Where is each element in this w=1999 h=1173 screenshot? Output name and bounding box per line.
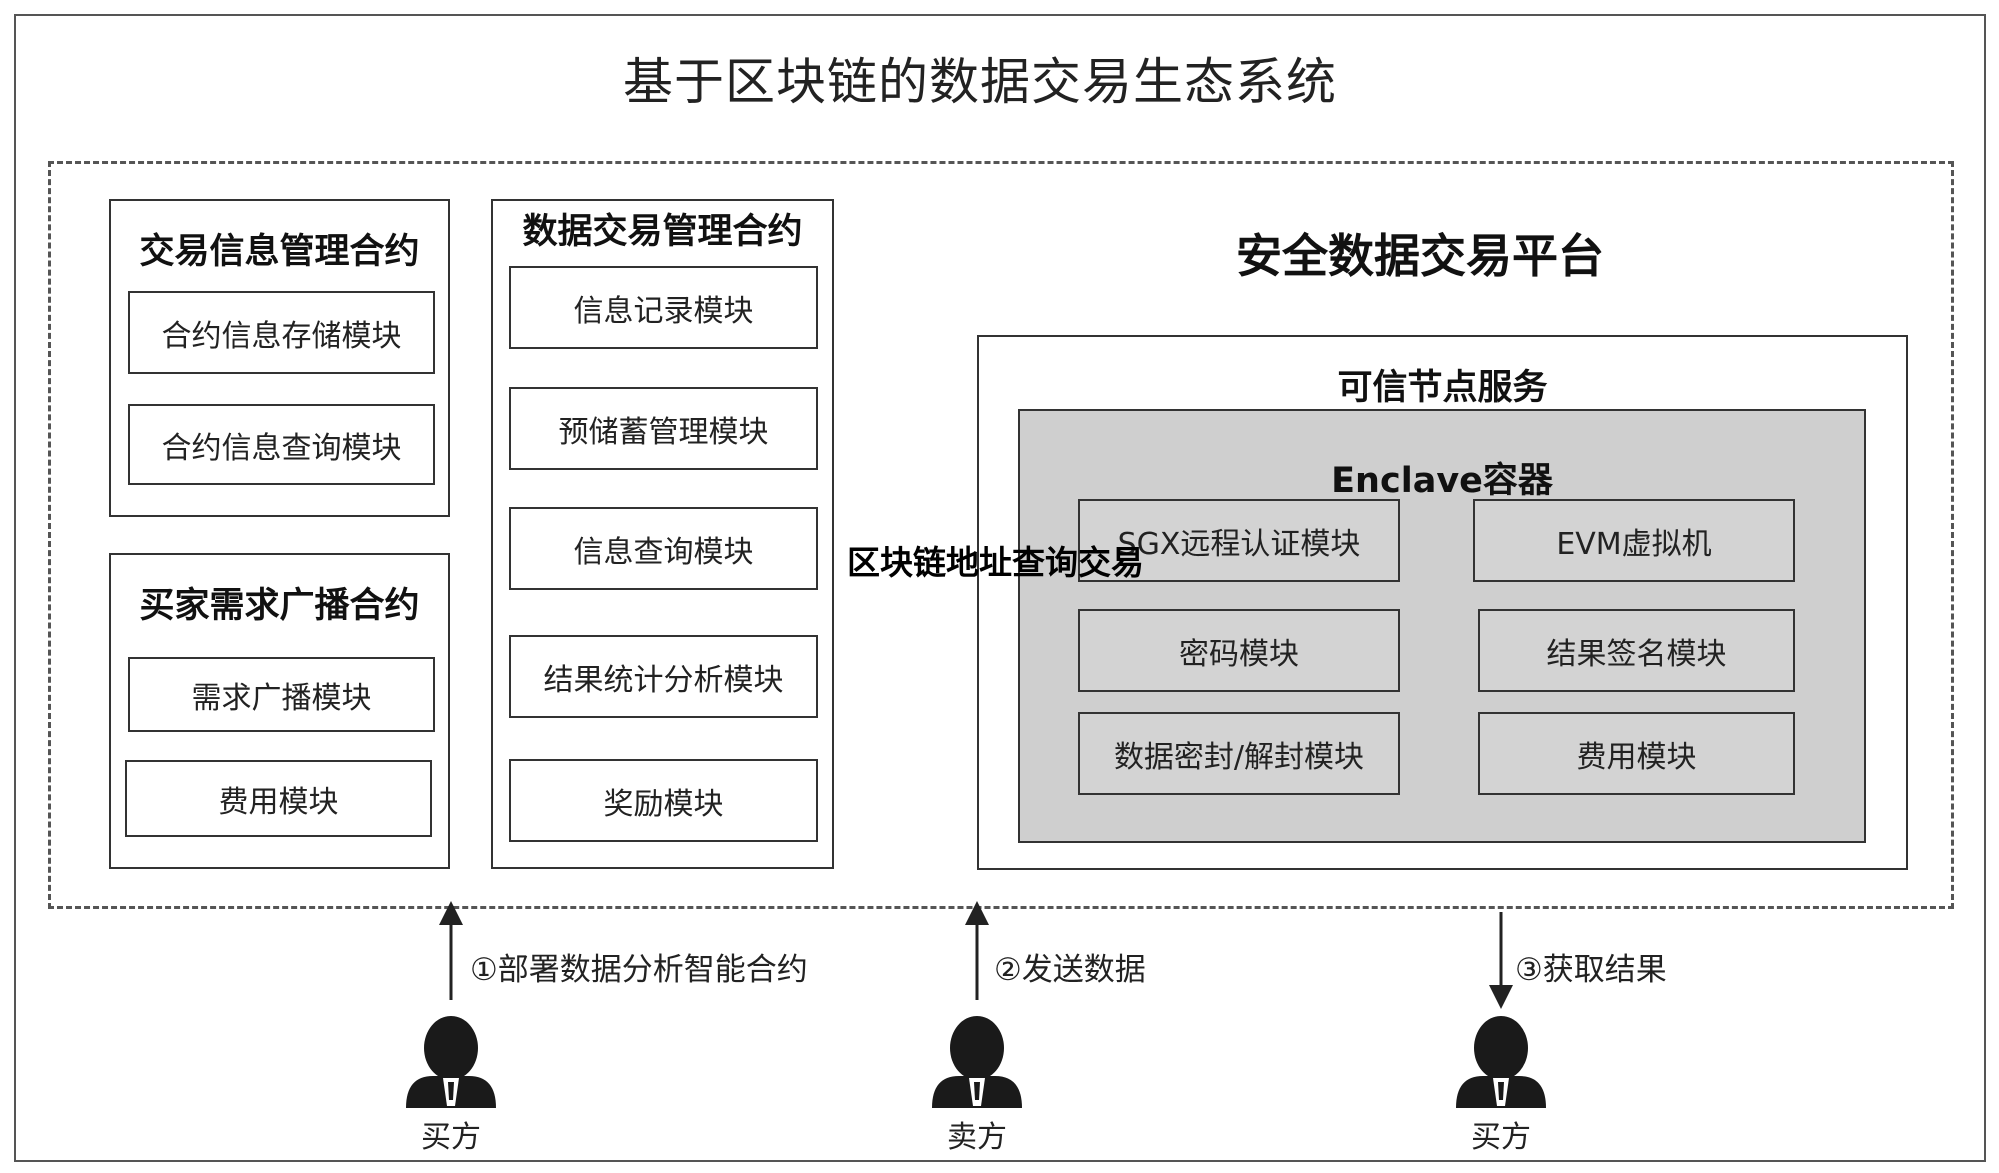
- prestorage-management-module: 预储蓄管理模块: [509, 387, 818, 470]
- step-send-data: ②发送数据: [994, 952, 1146, 988]
- step-get-result: ③获取结果: [1515, 952, 1667, 988]
- demand-broadcast-module: 需求广播模块: [128, 657, 435, 732]
- blockchain-boundary: [48, 161, 1954, 909]
- trade-info-contract: 交易信息管理合约 合约信息存储模块 合约信息查询模块: [109, 199, 450, 517]
- enclave-fee-module: 费用模块: [1478, 712, 1795, 795]
- enclave-container: Enclave容器 SGX远程认证模块 EVM虚拟机 密码模块 结果签名模块 数…: [1018, 409, 1866, 843]
- seller-label: 卖方: [947, 1120, 1007, 1155]
- data-trade-contract: 数据交易管理合约 信息记录模块 预储蓄管理模块 信息查询模块 结果统计分析模块 …: [491, 199, 834, 869]
- result-statistics-module: 结果统计分析模块: [509, 635, 818, 718]
- info-query-module: 信息查询模块: [509, 507, 818, 590]
- step-deploy-contract: ①部署数据分析智能合约: [470, 952, 808, 988]
- reward-module: 奖励模块: [509, 759, 818, 842]
- data-trade-contract-title: 数据交易管理合约: [522, 212, 803, 252]
- buyer-label: 买方: [421, 1120, 481, 1155]
- person-icon: [406, 1016, 496, 1108]
- person-icon: [932, 1016, 1022, 1108]
- diagram-frame: [14, 14, 1986, 1162]
- person-icon: [1456, 1016, 1546, 1108]
- contract-info-storage-module: 合约信息存储模块: [128, 291, 435, 374]
- info-record-module: 信息记录模块: [509, 266, 818, 349]
- enclave-title: Enclave容器: [1331, 461, 1553, 501]
- contract-info-query-module: 合约信息查询模块: [128, 404, 435, 485]
- trade-info-contract-title: 交易信息管理合约: [139, 232, 420, 272]
- diagram-title: 基于区块链的数据交易生态系统: [623, 53, 1337, 111]
- buyer-demand-contract-title: 买家需求广播合约: [139, 586, 420, 626]
- sgx-attestation-module: SGX远程认证模块: [1078, 499, 1400, 582]
- trusted-node-title: 可信节点服务: [1337, 368, 1548, 408]
- buyer-demand-contract: 买家需求广播合约 需求广播模块 费用模块: [109, 553, 450, 869]
- address-query-overlay: 区块链地址查询交易: [847, 543, 1144, 582]
- platform-title: 安全数据交易平台: [1236, 229, 1604, 283]
- fee-module: 费用模块: [125, 760, 432, 837]
- crypto-module: 密码模块: [1078, 609, 1400, 692]
- result-signature-module: 结果签名模块: [1478, 609, 1795, 692]
- buyer-label-2: 买方: [1471, 1120, 1531, 1155]
- data-seal-unseal-module: 数据密封/解封模块: [1078, 712, 1400, 795]
- evm-module: EVM虚拟机: [1473, 499, 1795, 582]
